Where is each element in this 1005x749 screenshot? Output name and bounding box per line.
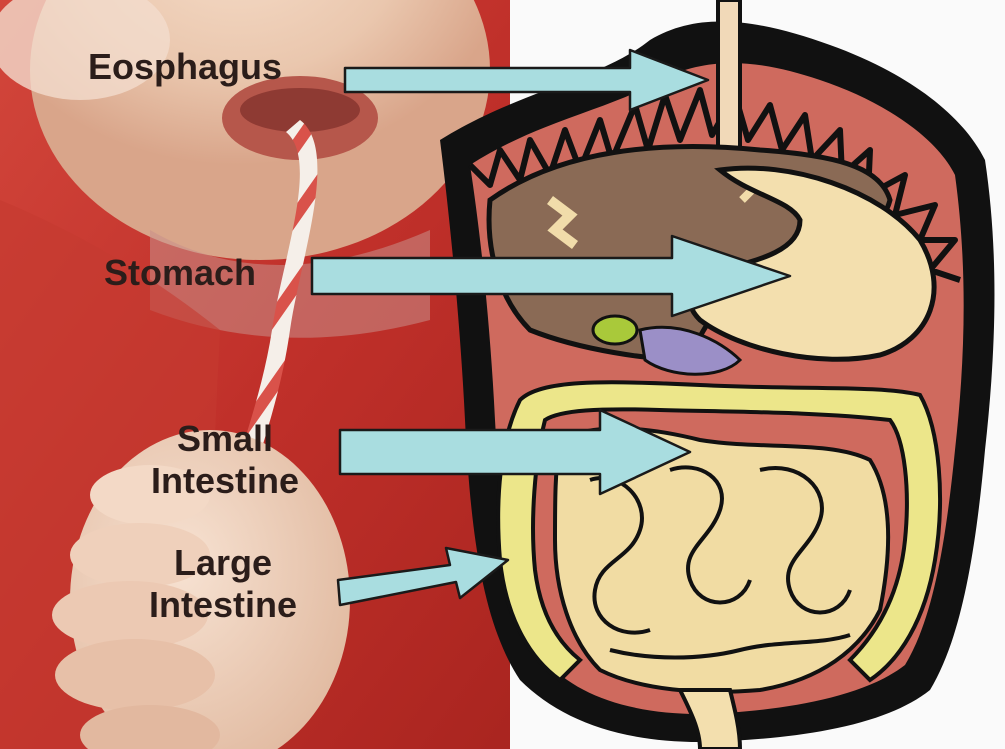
label-large-intestine-line1: Large bbox=[128, 542, 318, 584]
label-stomach: Stomach bbox=[104, 252, 256, 294]
digestive-diagram bbox=[440, 0, 1005, 749]
label-large-intestine: Large Intestine bbox=[128, 542, 318, 626]
photo-person-drinking bbox=[0, 0, 540, 749]
label-esophagus: Eosphagus bbox=[88, 46, 282, 88]
label-small-intestine-line1: Small bbox=[130, 418, 320, 460]
label-small-intestine: Small Intestine bbox=[130, 418, 320, 502]
label-small-intestine-line2: Intestine bbox=[130, 460, 320, 502]
label-large-intestine-line2: Intestine bbox=[128, 584, 318, 626]
esophagus-tube bbox=[718, 0, 740, 170]
gallbladder bbox=[593, 316, 637, 344]
